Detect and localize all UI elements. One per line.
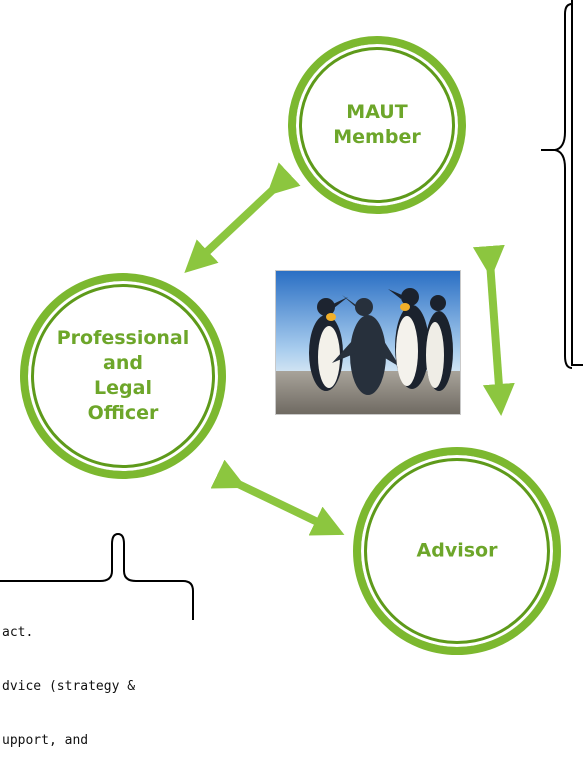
penguin-2 [332, 295, 400, 395]
professional-legal-officer-node: Professional and Legal Officer [20, 273, 226, 479]
advisor-label: Advisor [361, 539, 553, 564]
penguin-4 [425, 295, 453, 391]
officer-note-text: act. dvice (strategy & upport, and [2, 588, 135, 768]
penguin-1 [309, 297, 348, 391]
professional-legal-officer-label: Professional and Legal Officer [28, 326, 218, 426]
note-line-1: act. [2, 625, 34, 640]
maut-member-label: MAUT Member [296, 100, 458, 150]
penguins-photo [275, 270, 461, 415]
arrow-member-advisor [472, 244, 515, 416]
connector-arrows [184, 162, 515, 536]
maut-member-line-2: Member [333, 126, 421, 148]
note-line-2: dvice (strategy & [2, 679, 136, 694]
right-brace-icon [541, 3, 573, 369]
penguin-3 [388, 288, 429, 389]
officer-line-2: and [103, 352, 143, 374]
advisor-line-1: Advisor [416, 539, 498, 562]
officer-line-4: Officer [87, 402, 159, 424]
officer-line-1: Professional [56, 327, 190, 349]
note-line-3: upport, and [2, 733, 89, 748]
member-note-box [571, 0, 583, 366]
maut-member-node: MAUT Member [288, 36, 466, 214]
bottom-brace-icon [0, 532, 194, 620]
officer-line-3: Legal [94, 377, 152, 399]
arrow-member-officer [184, 162, 301, 273]
maut-member-line-1: MAUT [346, 101, 408, 123]
advisor-node: Advisor [353, 447, 561, 655]
arrow-officer-advisor [210, 459, 345, 536]
